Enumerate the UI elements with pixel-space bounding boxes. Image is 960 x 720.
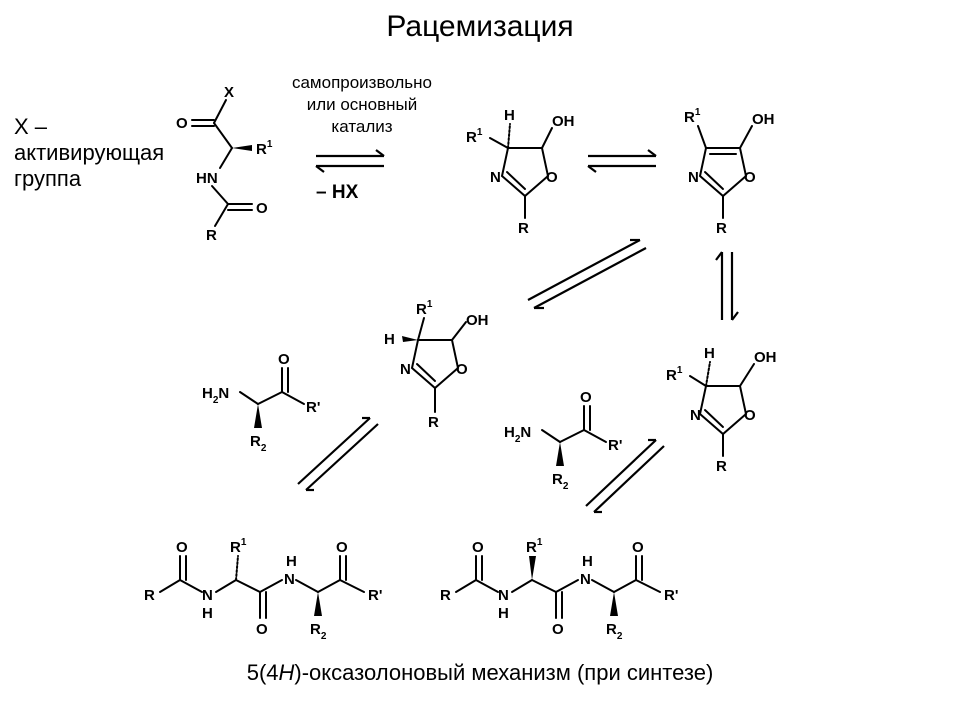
atom-r1: R1 <box>466 127 483 146</box>
atom-h: H <box>286 553 297 570</box>
note-line-1: X – <box>14 114 48 139</box>
equilibrium-arrow-2 <box>587 149 657 173</box>
oxazolinol-r-isomer: H R1 OH N O R <box>466 107 575 237</box>
atom-oh: OH <box>754 349 777 366</box>
atom-o: O <box>176 115 188 132</box>
conditions-line-2: или основный <box>306 95 418 114</box>
x-definition-note: X – активирующая группа <box>14 114 164 192</box>
activated-amino-acid: X O R1 HN O R <box>176 84 273 244</box>
atom-rprime: R' <box>608 437 622 454</box>
atom-r: R <box>206 227 217 244</box>
atom-r: R <box>428 414 439 431</box>
atom-o: O <box>456 361 468 378</box>
atom-o: O <box>580 389 592 406</box>
equilibrium-arrow-diagonal-1 <box>527 238 647 310</box>
atom-rprime: R' <box>368 587 382 604</box>
aromatic-hydroxyoxazole: R1 OH N O R <box>684 107 775 237</box>
atom-rprime: R' <box>664 587 678 604</box>
atom-h: H <box>498 605 509 622</box>
atom-n: N <box>284 571 295 588</box>
atom-h: H <box>582 553 593 570</box>
atom-r1: R1 <box>416 299 433 318</box>
oxazolinol-r-isomer-2: H R1 OH N O R <box>666 345 777 475</box>
atom-r: R <box>716 220 727 237</box>
atom-r2: R2 <box>310 621 327 642</box>
atom-h: H <box>704 345 715 362</box>
atom-r1: R1 <box>684 107 701 126</box>
equilibrium-arrow-vertical <box>715 251 739 321</box>
atom-r2: R2 <box>250 433 267 454</box>
atom-r1: R1 <box>526 537 543 556</box>
equilibrium-arrow-diagonal-3 <box>585 438 665 514</box>
byproduct-label: – HX <box>316 182 359 203</box>
atom-h2n: H2N <box>202 385 229 406</box>
reaction-conditions: самопроизвольно или основный катализ <box>262 72 462 138</box>
atom-r: R <box>716 458 727 475</box>
caption-prefix: 5(4 <box>246 660 279 685</box>
conditions-line-3: катализ <box>331 117 393 136</box>
atom-oh: OH <box>752 111 775 128</box>
atom-n: N <box>580 571 591 588</box>
amine-component-right: O H2N R' R2 <box>504 389 622 492</box>
atom-r1: R1 <box>256 139 273 158</box>
atom-n: N <box>498 587 509 604</box>
atom-o: O <box>552 621 564 638</box>
atom-h2n: H2N <box>504 424 531 445</box>
caption-italic: H <box>278 660 295 685</box>
atom-o: O <box>176 539 188 556</box>
atom-o: O <box>546 169 558 186</box>
peptide-product-right: O R1 H N O R N H R' O R2 <box>440 537 678 642</box>
atom-o: O <box>744 407 756 424</box>
conditions-line-1: самопроизвольно <box>291 73 433 92</box>
atom-h: H <box>202 605 213 622</box>
amine-component-left: O H2N R' R2 <box>202 351 320 454</box>
note-line-3: группа <box>14 166 82 191</box>
equilibrium-arrow-1 <box>315 149 385 173</box>
atom-n: N <box>400 361 411 378</box>
atom-o: O <box>632 539 644 556</box>
equilibrium-arrow-diagonal-2 <box>297 416 379 492</box>
atom-o: O <box>256 621 268 638</box>
atom-o: O <box>256 200 268 217</box>
atom-r1: R1 <box>230 537 247 556</box>
peptide-product-left: O R1 H N O R N H R' O R2 <box>144 537 382 642</box>
atom-n: N <box>688 169 699 186</box>
atom-r2: R2 <box>606 621 623 642</box>
mechanism-caption: 5(4H)-оксазолоновый механизм (при синтез… <box>0 660 960 686</box>
atom-oh: OH <box>466 312 489 329</box>
atom-x: X <box>224 84 234 101</box>
atom-o: O <box>744 169 756 186</box>
atom-hn: HN <box>196 170 218 187</box>
atom-n: N <box>490 169 501 186</box>
atom-o: O <box>336 539 348 556</box>
atom-r1: R1 <box>666 365 683 384</box>
atom-r: R <box>144 587 155 604</box>
caption-suffix: )-оксазолоновый механизм (при синтезе) <box>294 660 714 685</box>
atom-oh: OH <box>552 113 575 130</box>
atom-r2: R2 <box>552 471 569 492</box>
atom-o: O <box>278 351 290 368</box>
atom-r: R <box>518 220 529 237</box>
atom-o: O <box>472 539 484 556</box>
atom-h: H <box>384 331 395 348</box>
note-line-2: активирующая <box>14 140 165 165</box>
atom-n: N <box>690 407 701 424</box>
atom-rprime: R' <box>306 399 320 416</box>
oxazolinol-s-isomer: R1 OH H N O R <box>384 299 489 431</box>
atom-h: H <box>504 107 515 124</box>
atom-r: R <box>440 587 451 604</box>
page-title: Рацемизация <box>386 10 574 43</box>
atom-n: N <box>202 587 213 604</box>
